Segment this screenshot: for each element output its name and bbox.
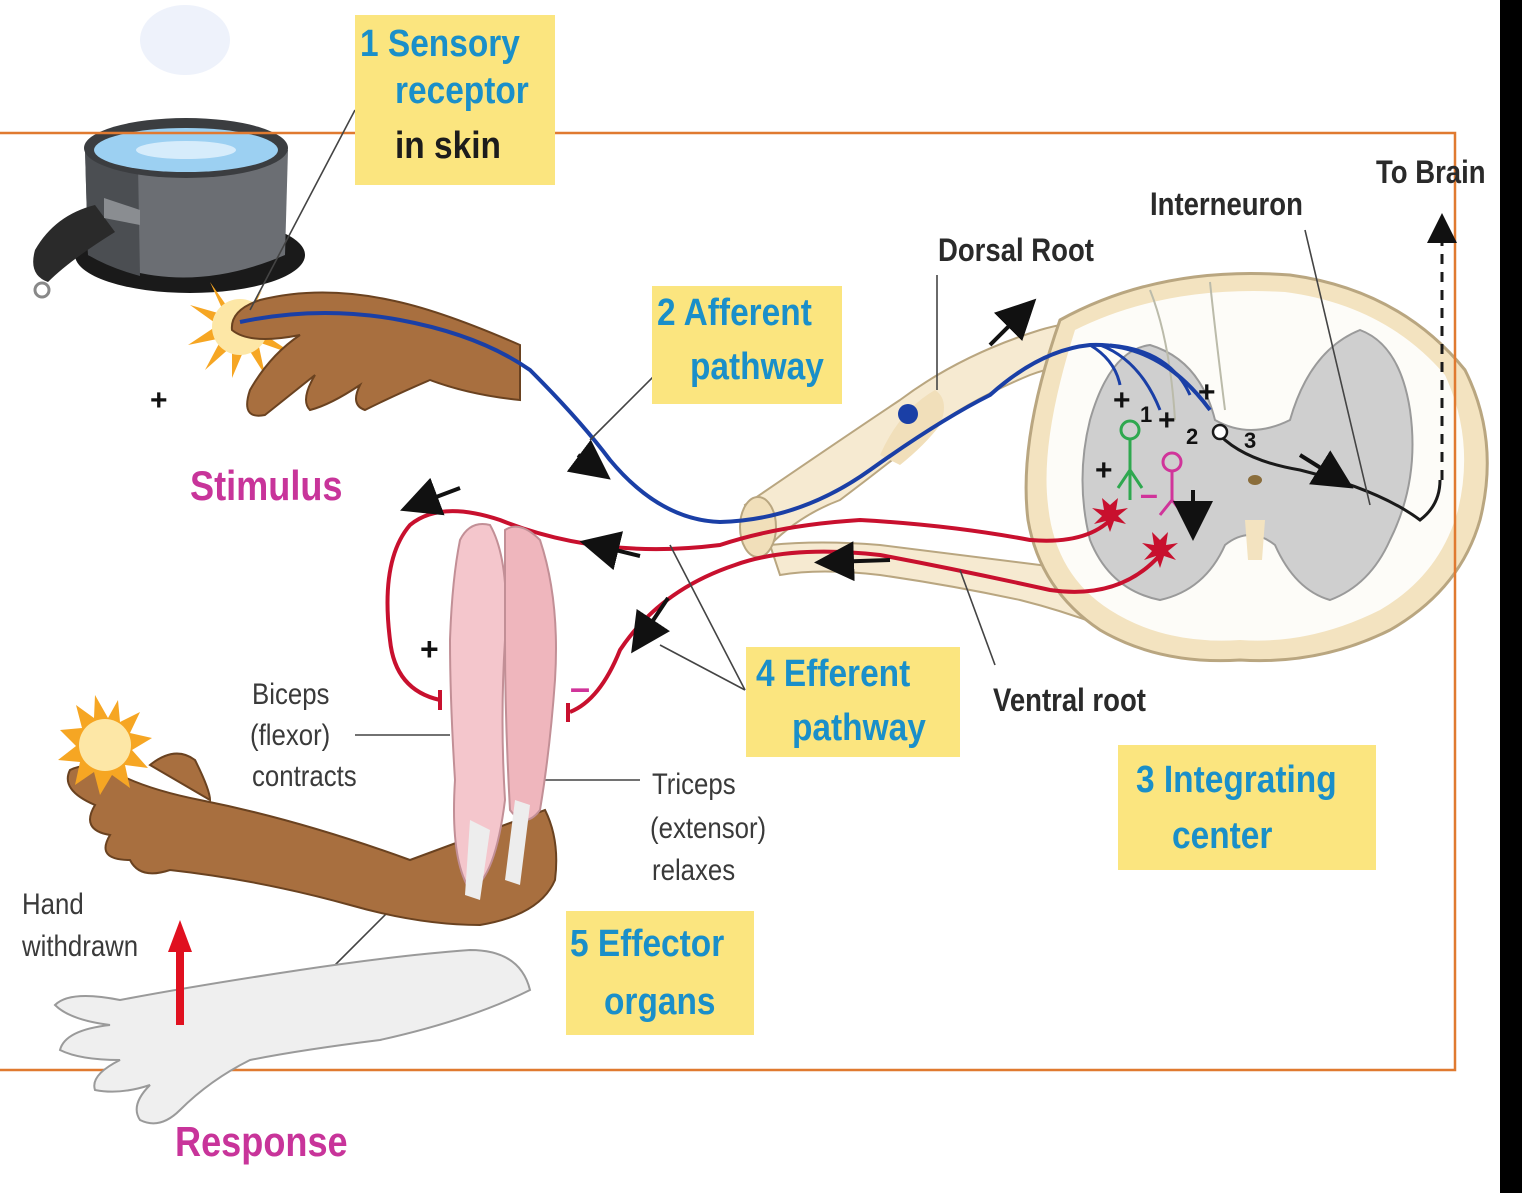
afferent-pathway-title: 2 Afferent [657, 292, 812, 335]
dorsal-root-label: Dorsal Root [938, 232, 1094, 269]
efferent-pathway-title: 4 Efferent [756, 653, 910, 696]
to-brain-label: To Brain [1376, 154, 1486, 191]
interneuron-label: Interneuron [1150, 186, 1303, 223]
triceps-label-line1: Triceps [652, 768, 736, 802]
response-label: Response [175, 1118, 348, 1166]
integrating-center-title: 3 Integrating [1136, 759, 1337, 802]
sensory-receptor-title: 1 Sensory [360, 23, 520, 66]
sensory-cell-body [898, 404, 918, 424]
efferent-pathway-subtitle: pathway [792, 707, 926, 750]
triceps-label-line2: (extensor) [650, 812, 766, 846]
plus-mark: + [150, 384, 168, 417]
sensory-receptor-subtitle: receptor [395, 70, 529, 113]
integrating-center-box: 3 Integrating center [1118, 745, 1376, 870]
triceps-label-line3: relaxes [652, 854, 735, 888]
afferent-pathway-subtitle: pathway [690, 346, 824, 389]
synapse-number-3: 3 [1244, 428, 1256, 454]
plus-mark: + [1113, 384, 1131, 417]
biceps-label-line1: Biceps [252, 678, 329, 712]
arm-with-muscles [55, 524, 556, 1123]
integrating-center-subtitle: center [1172, 815, 1272, 858]
synapse-number-2: 2 [1186, 424, 1198, 450]
efferent-pathway-box: 4 Efferent pathway [746, 647, 960, 757]
minus-mark: – [570, 667, 590, 708]
biceps-label-line2: (flexor) [250, 719, 330, 753]
plus-mark: + [1198, 376, 1216, 409]
minus-mark: – [1140, 476, 1158, 512]
effector-organs-title: 5 Effector [570, 923, 724, 966]
plus-mark: + [1095, 454, 1113, 487]
effector-organs-box: 5 Effector organs [566, 911, 754, 1035]
hand-withdrawn-line2: withdrawn [22, 930, 138, 964]
biceps-label-line3: contracts [252, 760, 357, 794]
synapse-number-1: 1 [1140, 402, 1152, 428]
plus-mark: + [1158, 404, 1176, 437]
plus-mark: + [420, 631, 439, 667]
hand-withdrawn-line1: Hand [22, 888, 84, 922]
background-blob [140, 5, 230, 75]
sensory-receptor-box: 1 Sensory receptor in skin [355, 15, 555, 185]
stimulus-hand [232, 293, 520, 416]
ventral-root-label: Ventral root [993, 682, 1146, 719]
afferent-pathway-box: 2 Afferent pathway [652, 286, 842, 404]
stimulus-label: Stimulus [190, 462, 343, 510]
effector-organs-subtitle: organs [604, 981, 715, 1024]
sensory-receptor-location: in skin [395, 125, 501, 168]
hot-pot [33, 118, 305, 297]
